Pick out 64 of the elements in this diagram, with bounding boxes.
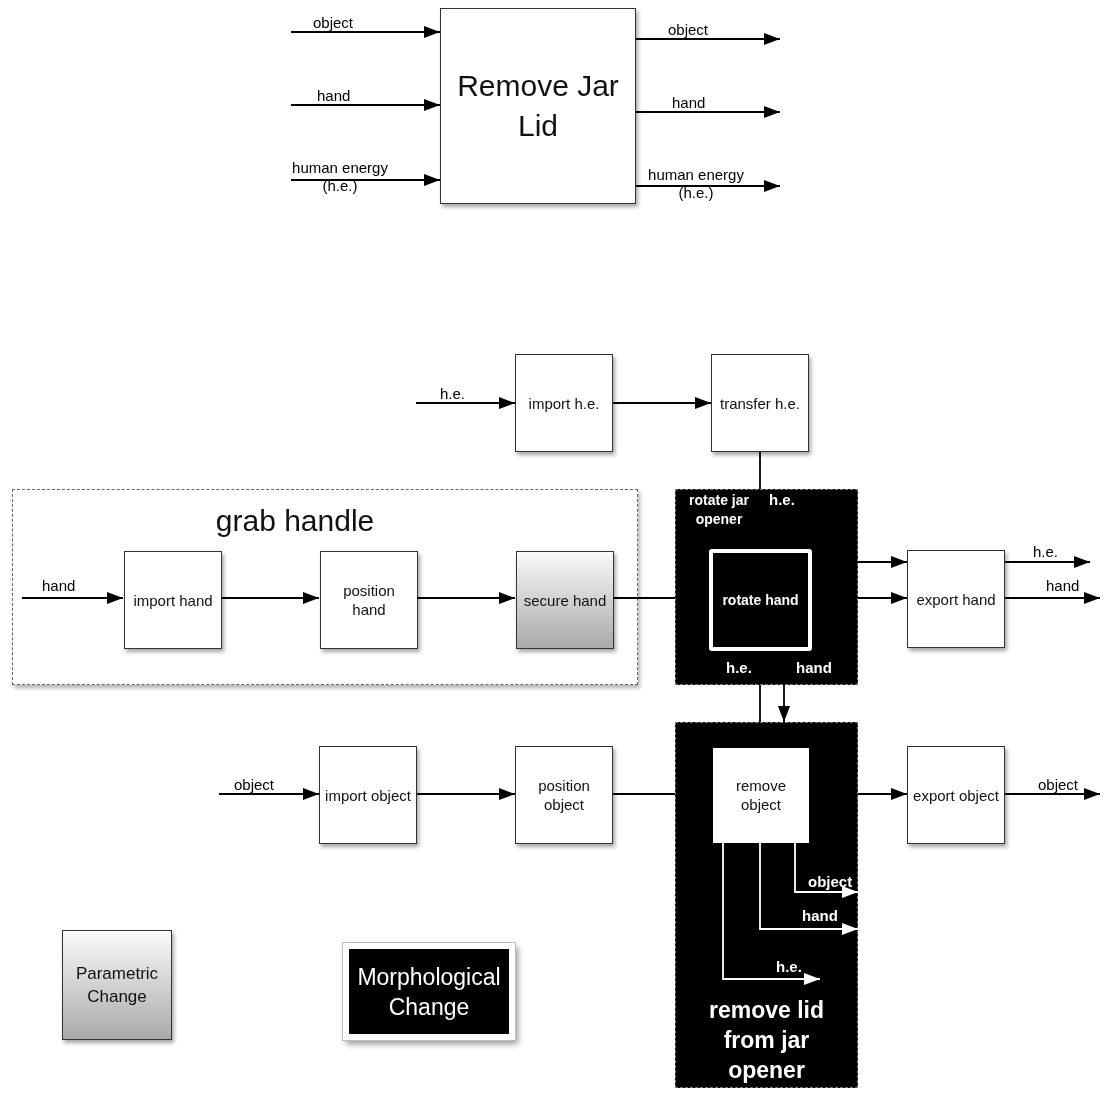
process-box: import h.e. bbox=[515, 354, 613, 452]
group-title: remove lid from jar opener bbox=[707, 996, 825, 1085]
process-box: export object bbox=[907, 746, 1005, 844]
process-box: Remove Jar Lid bbox=[440, 8, 636, 204]
process-box: rotate hand bbox=[709, 549, 812, 651]
arrow bbox=[415, 397, 516, 409]
arrow bbox=[612, 397, 712, 409]
arrow bbox=[722, 841, 821, 985]
group-frame bbox=[675, 722, 858, 1088]
edge-label: object bbox=[234, 776, 275, 794]
process-box: secure hand bbox=[516, 551, 614, 649]
connector-line bbox=[612, 597, 676, 599]
arrow bbox=[794, 841, 859, 898]
edge-label: h.e. bbox=[776, 958, 802, 976]
connector-line bbox=[759, 684, 761, 723]
arrow bbox=[218, 788, 320, 800]
edge-label: object bbox=[808, 873, 853, 891]
process-box: position object bbox=[515, 746, 613, 844]
arrow bbox=[1004, 788, 1101, 800]
group-frame bbox=[675, 489, 858, 685]
connector-line bbox=[759, 451, 761, 490]
edge-label: object bbox=[668, 21, 709, 39]
edge-label: hand bbox=[42, 577, 76, 595]
arrow bbox=[635, 180, 781, 192]
process-box: remove object bbox=[713, 748, 809, 843]
arrow bbox=[220, 592, 320, 604]
arrow bbox=[1004, 592, 1101, 604]
group-frame bbox=[12, 489, 638, 685]
process-box: transfer h.e. bbox=[711, 354, 809, 452]
connector-line bbox=[612, 793, 676, 795]
arrow bbox=[635, 33, 781, 45]
edge-label: hand bbox=[1046, 577, 1080, 595]
group-title: grab handle bbox=[215, 504, 375, 538]
edge-label: h.e. bbox=[1033, 543, 1059, 561]
edge-label: object bbox=[313, 14, 354, 32]
arrow bbox=[416, 592, 516, 604]
arrow bbox=[857, 556, 908, 568]
edge-label: h.e. bbox=[440, 385, 466, 403]
edge-label: h.e. bbox=[726, 659, 752, 677]
arrow bbox=[857, 788, 908, 800]
arrow bbox=[1004, 556, 1091, 568]
arrow bbox=[290, 174, 441, 186]
legend-sample-box: Parametric Change bbox=[62, 930, 172, 1040]
process-box: import hand bbox=[124, 551, 222, 649]
arrow bbox=[759, 841, 859, 935]
arrow bbox=[635, 106, 781, 118]
edge-label: hand bbox=[802, 907, 838, 925]
process-box: import object bbox=[319, 746, 417, 844]
edge-label: object bbox=[1038, 776, 1079, 794]
edge-label: h.e. bbox=[769, 491, 795, 509]
edge-label: human energy (h.e.) bbox=[291, 159, 389, 195]
arrow bbox=[290, 26, 441, 38]
edge-label: hand bbox=[672, 94, 706, 112]
edge-label: human energy (h.e.) bbox=[647, 166, 745, 202]
arrow bbox=[416, 788, 516, 800]
process-box: position hand bbox=[320, 551, 418, 649]
arrow bbox=[21, 592, 124, 604]
process-box: export hand bbox=[907, 550, 1005, 648]
arrow bbox=[778, 684, 790, 723]
edge-label: hand bbox=[317, 87, 351, 105]
arrow bbox=[857, 592, 908, 604]
arrow bbox=[290, 99, 441, 111]
group-title: rotate jar opener bbox=[688, 491, 750, 529]
edge-label: hand bbox=[796, 659, 832, 677]
